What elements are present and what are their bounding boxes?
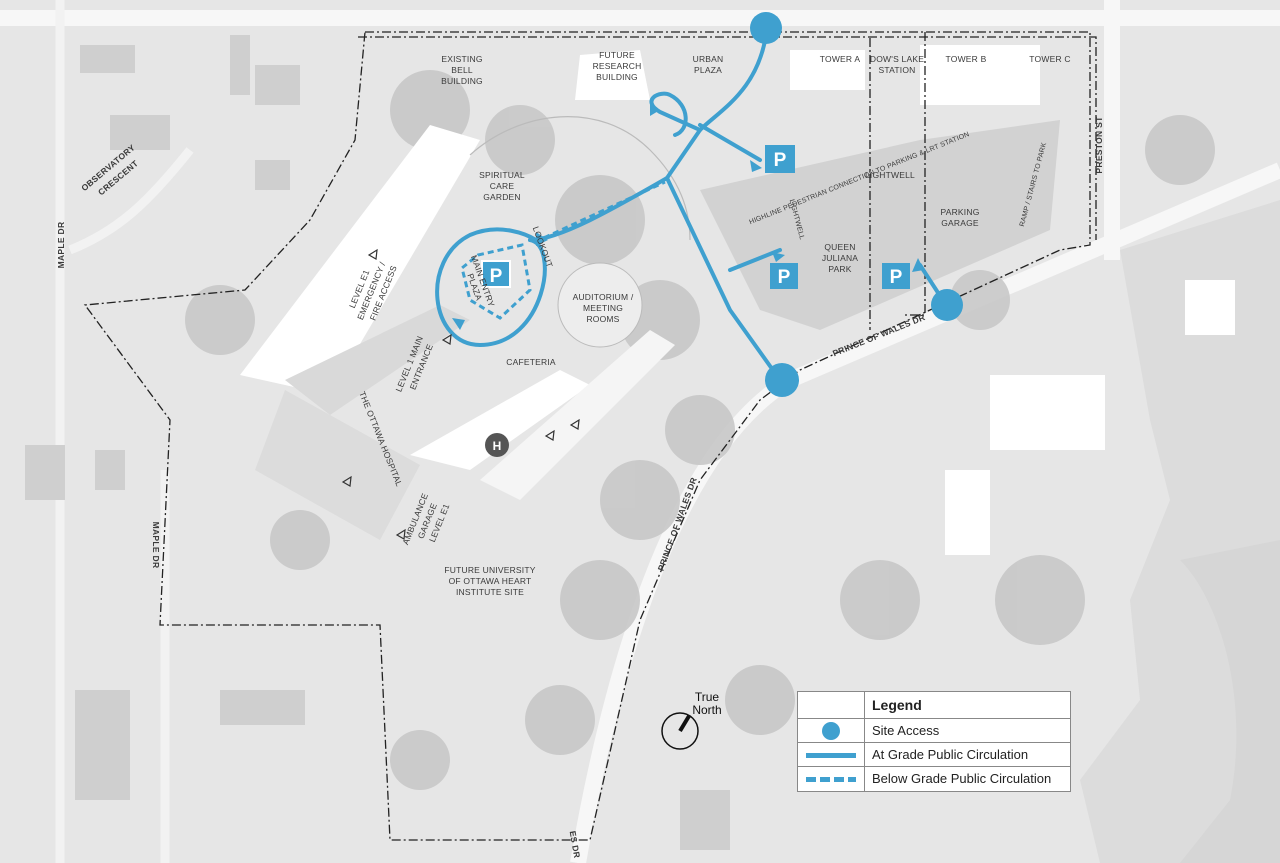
north-arrow-label: North (692, 703, 721, 717)
map-label: JULIANA (822, 253, 858, 263)
parking-sign-e (770, 263, 798, 289)
site-access-east (931, 289, 963, 321)
parking-label: P (778, 267, 791, 288)
map-label: DOW'S LAKE (870, 54, 924, 64)
map-label: GARAGE (941, 218, 979, 228)
parking-label: P (890, 267, 903, 288)
helipad (485, 433, 509, 457)
legend-label: Site Access (872, 723, 940, 738)
map-label: BELL (451, 65, 473, 75)
map-label: CAFETERIA (506, 357, 556, 367)
map-label: TOWER B (946, 54, 987, 64)
map-label: CARE (490, 181, 515, 191)
parking-sign-ne (765, 145, 795, 173)
legend-label: At Grade Public Circulation (872, 747, 1029, 762)
map-label: EXISTING (441, 54, 482, 64)
legend-row: Below Grade Public Circulation (798, 766, 1070, 791)
map-label: ROOMS (586, 314, 619, 324)
legend-row: Site Access (798, 718, 1070, 743)
map-label: PARKING (940, 207, 979, 217)
map-label: FUTURE (599, 50, 635, 60)
map-label: TOWER C (1029, 54, 1070, 64)
map-label: TOWER A (820, 54, 861, 64)
legend: Legend Site Access At Grade Public Circu… (797, 691, 1071, 792)
road-label: MAPLE DR (151, 522, 161, 569)
road-label: ES DR (568, 830, 583, 859)
map-label: MEETING (583, 303, 623, 313)
map-label: LIGHTWELL (865, 170, 915, 180)
map-label: QUEEN (824, 242, 855, 252)
legend-row: At Grade Public Circulation (798, 742, 1070, 767)
site-access-north (750, 12, 782, 44)
map-label: FUTURE UNIVERSITY (444, 565, 535, 575)
map-label: BUILDING (596, 72, 638, 82)
map-label: BUILDING (441, 76, 483, 86)
map-label: RESEARCH (593, 61, 642, 71)
map-label: OF OTTAWA HEART (449, 576, 532, 586)
north-arrow-icon (661, 712, 699, 750)
map-label: URBAN (693, 54, 724, 64)
map-label: PLAZA (694, 65, 722, 75)
north-arrow-label: True (695, 690, 720, 704)
map-label: AUDITORIUM / (573, 292, 634, 302)
dashed-line-icon (806, 777, 856, 782)
site-access-icon (822, 722, 840, 740)
at-grade-route-south (665, 176, 782, 382)
helipad-label: H (493, 439, 502, 453)
map-label: GARDEN (483, 192, 521, 202)
parking-label: P (774, 150, 787, 171)
site-access-south (765, 363, 799, 397)
parking-label: P (490, 266, 503, 287)
legend-title: Legend (872, 697, 922, 713)
map-label: PARK (828, 264, 851, 274)
map-label: INSTITUTE SITE (456, 587, 524, 597)
road-label: PRESTON ST (1094, 116, 1104, 174)
map-label: STATION (879, 65, 916, 75)
below-grade-route (460, 243, 532, 320)
solid-line-icon (806, 753, 856, 758)
road-label: MAPLE DR (56, 222, 66, 269)
parking-sign-garage (882, 263, 910, 289)
legend-label: Below Grade Public Circulation (872, 771, 1052, 786)
at-grade-loop (435, 227, 547, 348)
parking-sign-main (481, 260, 511, 288)
legend-header-cell (798, 692, 865, 718)
map-label: SPIRITUAL (479, 170, 525, 180)
